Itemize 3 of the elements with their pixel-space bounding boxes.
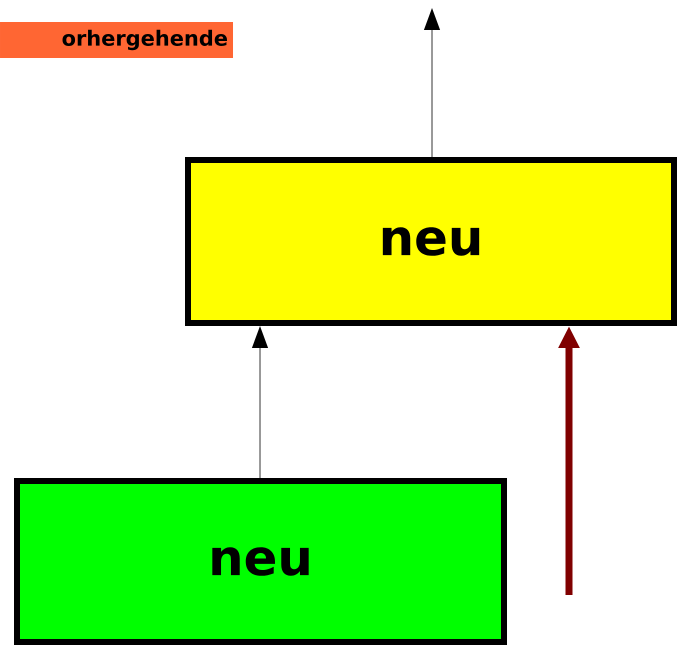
label-tag: orhergehende [0, 22, 233, 58]
process-box: neu [14, 478, 507, 645]
process-box: neu [185, 157, 677, 326]
